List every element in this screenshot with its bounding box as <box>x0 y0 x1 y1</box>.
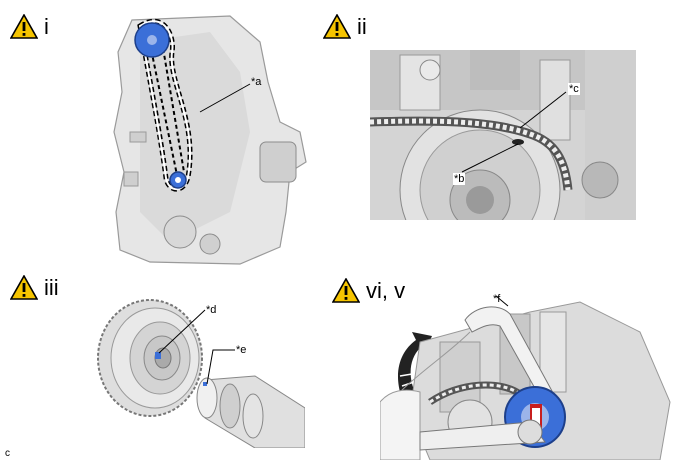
step-iii-heading: iii <box>10 275 59 300</box>
torque-wrench <box>419 421 546 451</box>
warning-icon <box>10 275 38 300</box>
callout-a: *a <box>251 76 262 88</box>
step-label-ii: ii <box>357 13 367 39</box>
chain-sprocket-closeup <box>370 50 636 220</box>
callout-d: *d <box>206 304 217 316</box>
sprocket-knock-pin-hole <box>155 352 161 359</box>
timing-mark-b <box>512 139 524 145</box>
warning-icon <box>332 278 360 303</box>
step-ii-heading: ii <box>323 14 367 39</box>
callout-c: *c <box>568 83 580 95</box>
step-label-vi-v: vi, v <box>366 277 406 303</box>
leader-line-f <box>495 295 509 307</box>
engine-front-view <box>113 15 307 265</box>
step-vi-v-heading: vi, v <box>332 278 405 303</box>
callout-b: *b <box>453 173 466 185</box>
leader-line-e <box>206 349 235 385</box>
step-label-iii: iii <box>44 274 59 300</box>
callout-e: *e <box>236 344 247 356</box>
leader-line-c <box>519 91 567 129</box>
leader-line-d <box>158 309 206 354</box>
warning-icon <box>10 14 38 39</box>
leader-line-a <box>199 83 251 113</box>
leader-line-b <box>461 143 519 173</box>
illustration-code: c <box>5 448 10 459</box>
warning-icon <box>323 14 351 39</box>
step-label-i: i <box>44 13 49 39</box>
camshaft-knock-pin <box>203 382 207 386</box>
sprocket-tightening-view <box>380 295 671 460</box>
callout-f: *f <box>493 293 501 305</box>
sprocket-and-camshaft <box>97 299 305 448</box>
step-i-heading: i <box>10 14 49 39</box>
